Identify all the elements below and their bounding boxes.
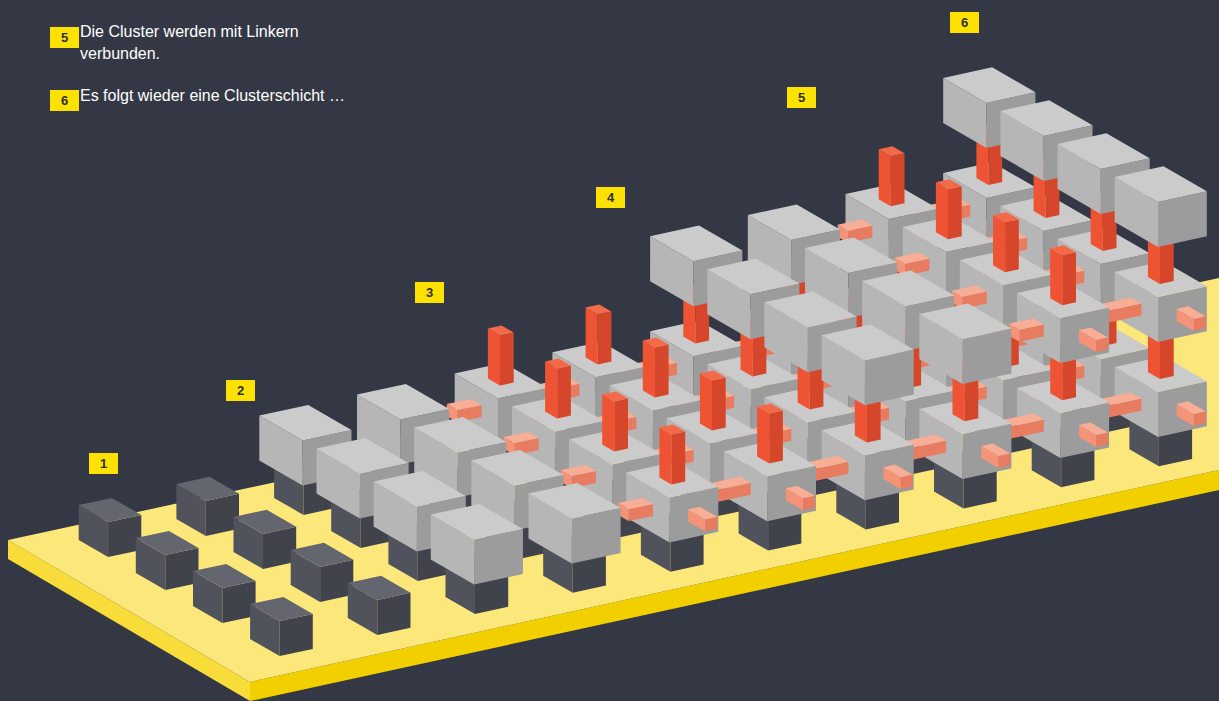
linker-bar [598, 312, 612, 365]
callout-number: 6 [950, 12, 979, 33]
linker-bar [545, 359, 571, 369]
callout-number: 2 [226, 380, 255, 401]
cluster-cube [1000, 100, 1092, 136]
callout-number: 4 [596, 187, 625, 208]
callout-number: 5 [787, 87, 816, 108]
linker-bar [838, 220, 873, 231]
linker-bar [952, 286, 987, 297]
linker-bar [993, 212, 1019, 222]
linker-bar [879, 146, 905, 156]
linker-bar [586, 308, 598, 365]
linker-bar [786, 486, 815, 499]
cluster-cube [259, 405, 351, 441]
linker-bar [488, 326, 514, 336]
linker-bar [655, 345, 669, 398]
linker-bar [879, 149, 891, 206]
linker-bar [557, 366, 571, 419]
cluster-cube [764, 292, 856, 328]
callout-number: 1 [89, 453, 118, 474]
linker-bar [488, 329, 500, 386]
linker-bar [891, 153, 905, 206]
cluster-cube [919, 304, 1011, 340]
linker-bar [712, 378, 726, 431]
linker-bar [895, 253, 930, 264]
linker-bar [545, 362, 557, 419]
linker-bar [884, 465, 913, 478]
linker-bar [993, 215, 1005, 272]
linker-bar [1177, 401, 1206, 414]
cluster-cube [431, 504, 523, 540]
linker-bar [981, 444, 1010, 457]
anchor-site [377, 593, 410, 635]
cluster-cube [707, 259, 799, 295]
linker-bar [602, 392, 628, 402]
cluster-cube [805, 238, 897, 274]
linker-bar [757, 407, 769, 464]
linker-bar [643, 341, 655, 398]
cluster-cube [414, 417, 506, 453]
linker-bar [504, 432, 539, 443]
linker-bar [602, 395, 614, 452]
cluster-cube [822, 325, 914, 361]
cluster-cube [357, 384, 449, 420]
anchor-site [136, 531, 199, 555]
callout-number: 3 [415, 282, 444, 303]
linker-bar [1079, 422, 1108, 435]
linker-bar [561, 465, 596, 476]
linker-bar [618, 498, 653, 509]
callout-number: 6 [50, 90, 79, 111]
cluster-cube [374, 471, 466, 507]
linker-bar [936, 182, 948, 239]
step-caption: Es folgt wieder eine Clusterschicht … [80, 85, 440, 107]
callout-number: 5 [50, 27, 79, 48]
cluster-cube [862, 271, 954, 307]
cluster-cube [650, 226, 742, 262]
linker-bar [1079, 327, 1108, 340]
linker-bar [500, 333, 514, 386]
linker-bar [688, 507, 717, 520]
linker-bar [614, 399, 628, 452]
linker-bar [700, 371, 726, 381]
cluster-cube [529, 483, 621, 519]
anchor-site [193, 564, 256, 588]
anchor-site [348, 576, 411, 600]
linker-bar [948, 186, 962, 239]
cluster-cube [1058, 133, 1150, 169]
linker-bar [659, 425, 685, 435]
linker-bar [1009, 319, 1044, 330]
step-caption: Die Cluster werden mit Linkern verbunden… [80, 21, 370, 65]
linker-bar [643, 338, 669, 348]
anchor-site [79, 498, 142, 522]
anchor-site [280, 614, 313, 656]
cluster-cube [748, 205, 840, 241]
linker-bar [447, 399, 482, 410]
substrate-top [8, 278, 1219, 682]
linker-bar [1177, 306, 1206, 319]
linker-bar [1050, 248, 1062, 305]
linker-bar [769, 411, 783, 464]
linker-bar [936, 179, 962, 189]
linker-bar [1062, 252, 1076, 305]
linker-bar [757, 404, 783, 414]
anchor-site [176, 477, 239, 501]
linker-bar [586, 305, 612, 315]
cluster-cube [471, 450, 563, 486]
substrate-front [250, 470, 1219, 701]
cluster-cube [943, 67, 1035, 103]
cluster-cube [1115, 166, 1207, 202]
framework-stack [79, 67, 1207, 656]
linker-bar [659, 428, 671, 485]
anchor-site [250, 597, 313, 621]
linker-bar [1005, 219, 1019, 272]
linker-bar [700, 374, 712, 431]
anchor-site [291, 543, 354, 567]
anchor-site [234, 510, 297, 534]
cluster-cube [317, 438, 409, 474]
linker-bar [672, 432, 686, 485]
linker-bar [1050, 245, 1076, 255]
